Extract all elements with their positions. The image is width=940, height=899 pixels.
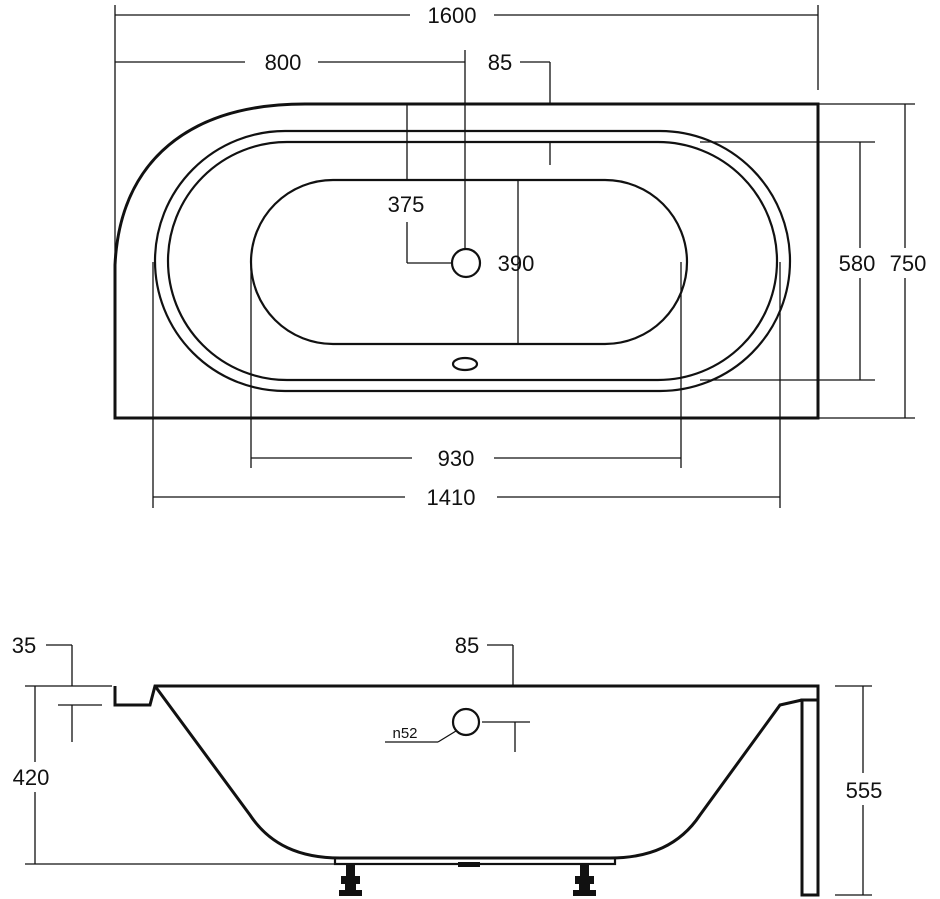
dim-rim-width-top: 85 xyxy=(488,50,512,75)
dim-outer-width: 580 xyxy=(839,251,876,276)
tub-outline-top xyxy=(113,102,820,420)
dim-inner-width: 390 xyxy=(498,251,535,276)
adjustable-foot-right xyxy=(573,864,596,896)
dim-inner-length: 930 xyxy=(438,446,475,471)
dim-overall-width: 750 xyxy=(890,251,927,276)
dim-half-length: 800 xyxy=(265,50,302,75)
dim-rim-width-side: 85 xyxy=(455,633,479,658)
adjustable-foot-left xyxy=(339,864,362,896)
drain-circle xyxy=(450,247,482,279)
overflow-oval xyxy=(451,356,479,372)
dim-overflow-diameter: n52 xyxy=(392,725,417,742)
dim-overall-length: 1600 xyxy=(428,3,477,28)
drain-outlet-side xyxy=(458,862,480,867)
overflow-hole-side xyxy=(451,707,481,737)
dim-drain-offset: 375 xyxy=(388,192,425,217)
dim-inner-depth: 420 xyxy=(13,765,50,790)
basin-stadium xyxy=(249,178,689,346)
top-view: 1600 800 85 375 390 580 750 xyxy=(113,3,939,510)
dim-rim-thickness: 35 xyxy=(12,633,36,658)
side-view: n52 85 35 420 555 xyxy=(12,633,883,897)
dim-overall-height: 555 xyxy=(846,778,883,803)
rim-outer-stadium xyxy=(153,129,792,393)
basin-profile-side xyxy=(153,685,803,860)
rim-inner-stadium xyxy=(166,140,779,382)
dim-outer-length: 1410 xyxy=(427,485,476,510)
